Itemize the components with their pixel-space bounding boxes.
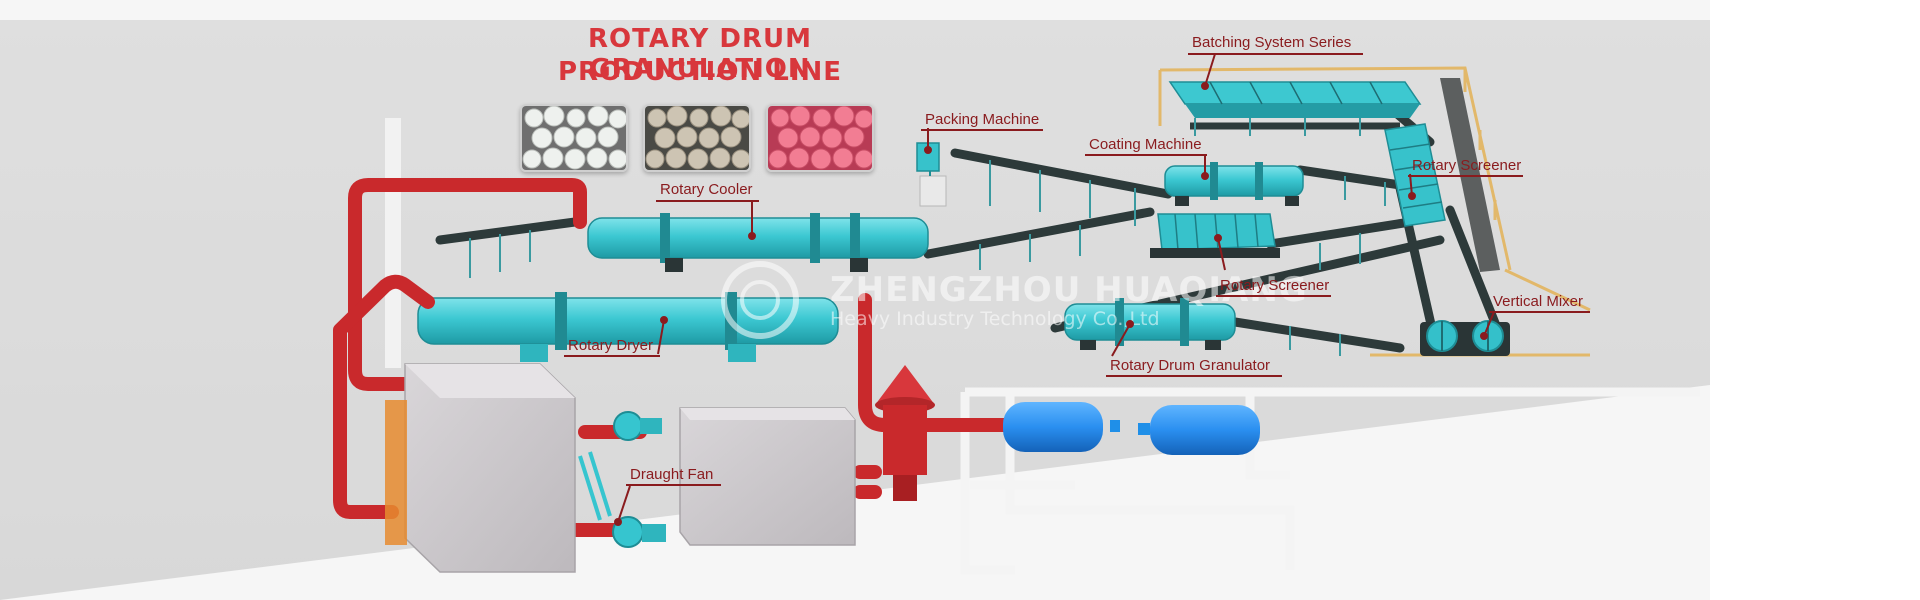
coating-machine — [1164, 162, 1304, 206]
label-rotary-screener-top: Rotary Screener — [1410, 157, 1523, 174]
label-rotary-cooler: Rotary Cooler — [658, 181, 755, 198]
label-draught-fan: Draught Fan — [628, 466, 715, 483]
label-rotary-screener-top-underline — [1408, 175, 1523, 177]
sample-image-grey-granules — [643, 104, 751, 172]
label-packing-underline — [921, 129, 1043, 131]
draught-fans — [578, 411, 666, 548]
label-rotary-drum-granulator-text: Rotary Drum Granulator — [1110, 357, 1271, 374]
label-rotary-screener-mid-underline — [1216, 295, 1331, 297]
rotary-cooler — [587, 213, 929, 272]
label-rotary-dryer-text: Rotary Dryer — [568, 337, 654, 354]
foundation-outlines — [960, 387, 1700, 575]
label-batching-system: Batching System Series — [1190, 34, 1353, 51]
sample-image-white-granules — [520, 104, 628, 172]
watermark-company: ZHENGZHOU HUAQIANG — [830, 270, 1308, 310]
hot-air-furnace-right — [679, 407, 856, 546]
label-coating-machine: Coating Machine — [1087, 136, 1204, 153]
rotary-screener-mid — [1150, 213, 1280, 258]
watermark-logo — [721, 261, 799, 339]
label-vertical-mixer-underline — [1489, 311, 1590, 313]
rotary-drum-granulator — [1064, 298, 1236, 350]
rotary-dryer — [417, 292, 839, 362]
label-rotary-cooler-underline — [656, 200, 759, 202]
hot-air-furnace-left — [385, 363, 576, 573]
label-draught-fan-underline — [626, 484, 721, 486]
label-rotary-screener-mid-text: Rotary Screener — [1220, 277, 1330, 294]
label-coating-machine-text: Coating Machine — [1089, 136, 1202, 153]
label-packing-machine: Packing Machine — [923, 111, 1041, 128]
label-batching-underline — [1188, 53, 1363, 55]
title-line-2: PRODUCTION LINE — [557, 57, 843, 87]
watermark-tagline: Heavy Industry Technology Co.,Ltd — [830, 308, 1160, 330]
label-rotary-dryer-underline — [564, 355, 660, 357]
label-vertical-mixer-text: Vertical Mixer — [1493, 293, 1584, 310]
title-line-1: ROTARY DRUM GRANULATION — [587, 24, 813, 84]
batching-system — [1168, 81, 1422, 136]
label-batching-system-text: Batching System Series — [1192, 34, 1352, 51]
cyclone-collector — [875, 365, 935, 501]
safety-frame — [1158, 66, 1591, 357]
label-draught-fan-text: Draught Fan — [630, 466, 714, 483]
sample-image-pink-granules — [766, 104, 874, 172]
label-rotary-screener-mid: Rotary Screener — [1218, 277, 1331, 294]
label-packing-machine-text: Packing Machine — [925, 111, 1040, 128]
label-rotary-dryer: Rotary Dryer — [566, 337, 655, 354]
label-rotary-drum-granulator: Rotary Drum Granulator — [1108, 357, 1272, 374]
label-rotary-screener-top-text: Rotary Screener — [1412, 157, 1522, 174]
storage-tanks — [1003, 402, 1260, 455]
label-coating-underline — [1085, 154, 1207, 156]
label-vertical-mixer: Vertical Mixer — [1491, 293, 1585, 310]
conveyor-supports — [469, 160, 1386, 356]
label-rotary-cooler-text: Rotary Cooler — [660, 181, 753, 198]
label-rotary-drum-granulator-underline — [1106, 375, 1282, 377]
